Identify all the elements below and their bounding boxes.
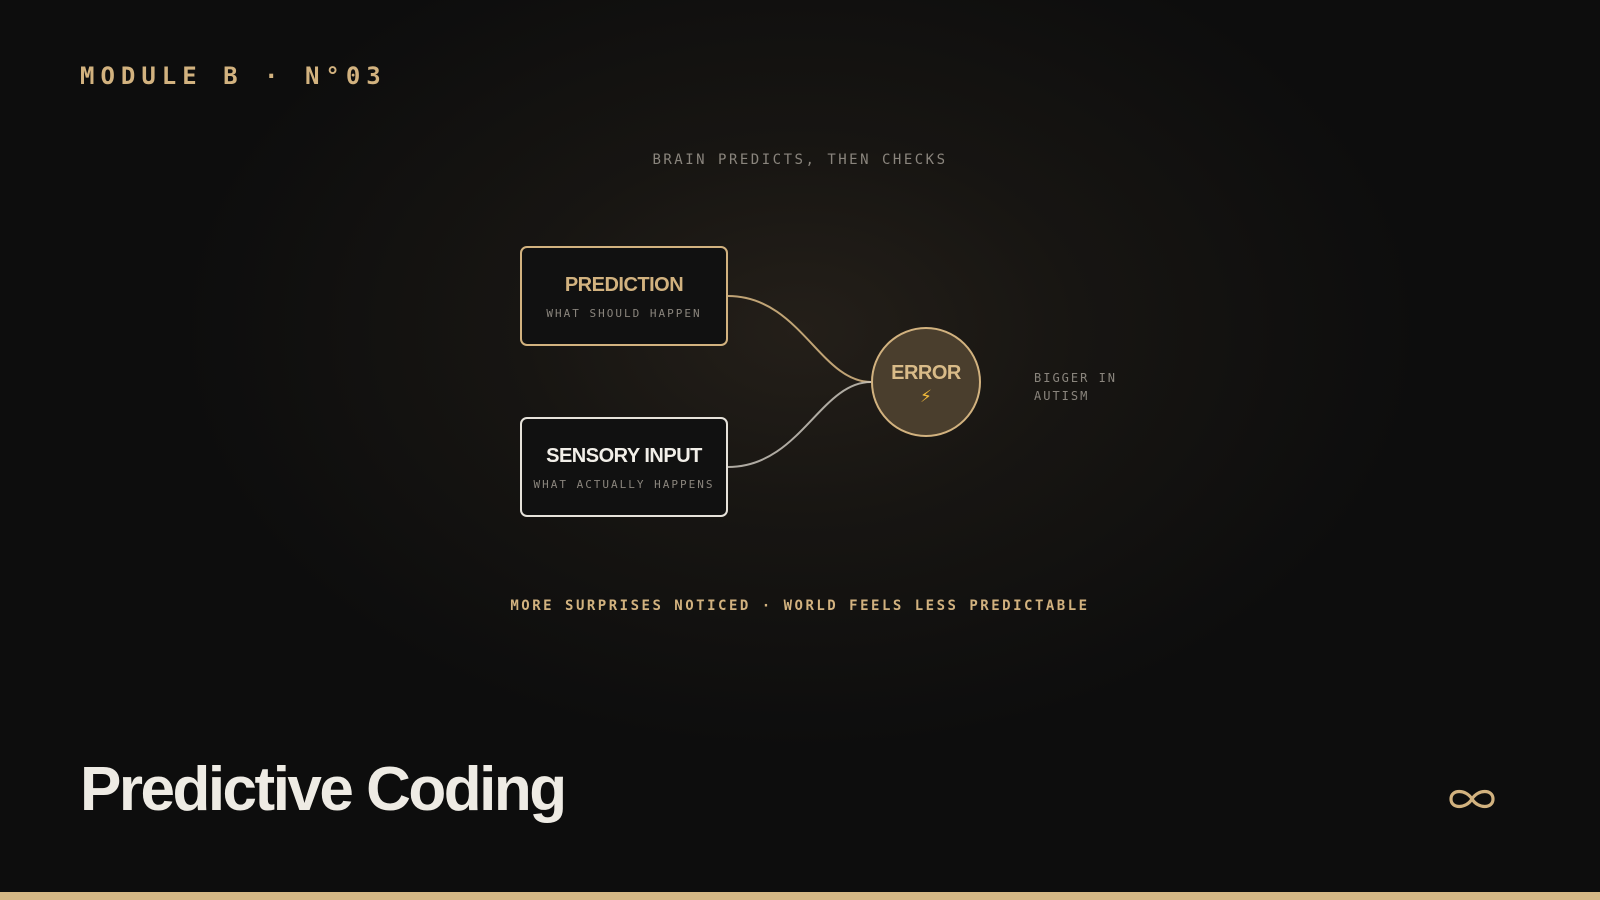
diagram-subtitle: BRAIN PREDICTS, THEN CHECKS xyxy=(652,152,948,168)
diagram-tagline: MORE SURPRISES NOTICED · WORLD FEELS LES… xyxy=(510,598,1090,614)
infinity-icon xyxy=(1449,789,1495,809)
error-node: ERROR ⚡ xyxy=(871,327,981,437)
lightning-bolt-icon: ⚡ xyxy=(920,386,932,407)
prediction-connector xyxy=(727,295,872,383)
error-side-note: BIGGER IN AUTISM xyxy=(1034,371,1118,403)
prediction-title: PREDICTION xyxy=(564,274,684,296)
prediction-node: PREDICTION WHAT SHOULD HAPPEN xyxy=(520,246,728,346)
sensory-connector xyxy=(727,381,872,468)
prediction-subtitle: WHAT SHOULD HAPPEN xyxy=(546,307,702,320)
bottom-accent-bar xyxy=(0,892,1600,900)
error-title: ERROR xyxy=(891,361,961,384)
sensory-input-subtitle: WHAT ACTUALLY HAPPENS xyxy=(533,478,715,491)
module-label: MODULE B · N°03 xyxy=(80,62,387,90)
sensory-input-node: SENSORY INPUT WHAT ACTUALLY HAPPENS xyxy=(520,417,728,517)
sensory-input-title: SENSORY INPUT xyxy=(546,445,702,467)
page-title: Predictive Coding xyxy=(80,755,567,824)
